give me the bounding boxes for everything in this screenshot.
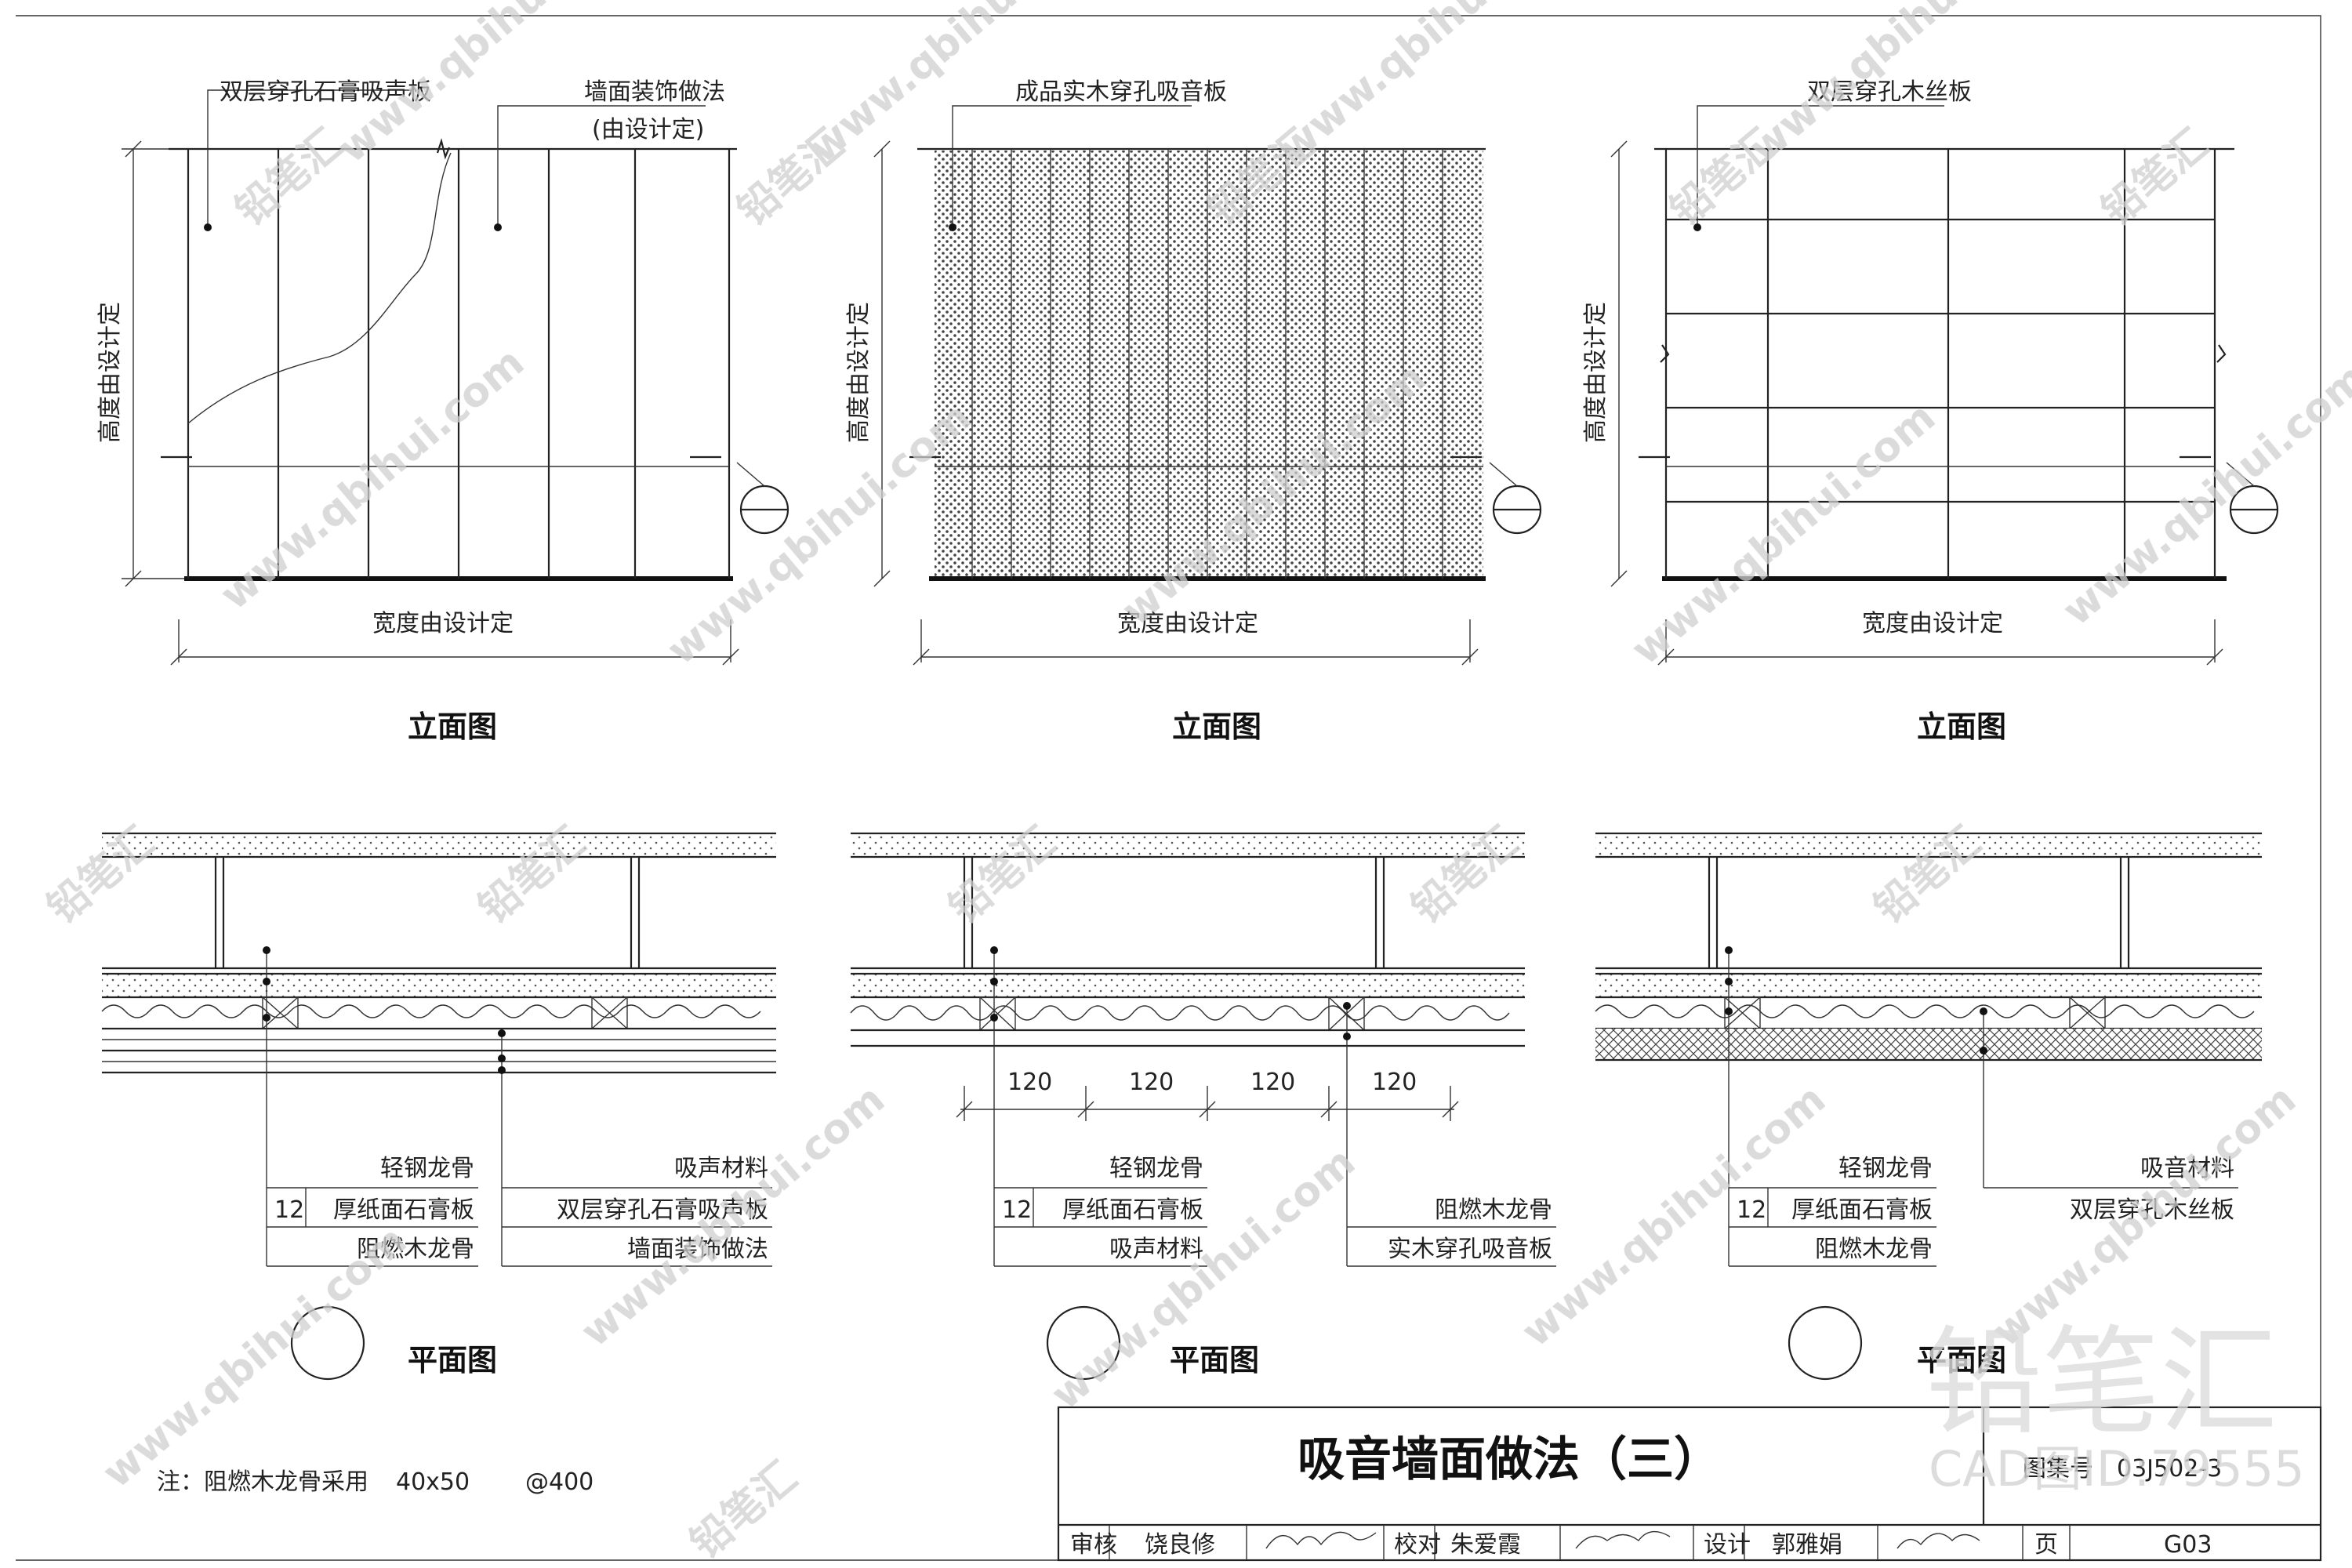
plan-left-2: 厚纸面石膏板 [1791, 1196, 1933, 1224]
plan-left-3: 吸声材料 [1109, 1236, 1203, 1263]
elev-label-2: 墙面装饰做法 [584, 78, 725, 106]
cad-id-watermark: CAD图ID:79555 [1929, 1440, 2305, 1497]
plan-left-num: 12 [1002, 1196, 1032, 1224]
note: 注：阻燃木龙骨采用 40x50 @400 [157, 1468, 593, 1496]
detail-2-plan: 120 120 120 120 12 轻钢龙骨 厚纸面石膏板 吸声材料 阻燃木龙… [850, 832, 1556, 1381]
watermark-url: www.qbihui.com [659, 394, 980, 674]
height-label: 高度由设计定 [96, 302, 124, 443]
elev-label-1: 双层穿孔石膏吸声板 [220, 78, 431, 106]
dim-3: 120 [1250, 1069, 1295, 1096]
watermark-url: www.qbihui.com [1513, 1076, 1835, 1356]
plan-right-1: 吸音材料 [2140, 1155, 2234, 1182]
watermark-brand: 铅笔汇 [682, 1454, 806, 1568]
plan-left-2: 厚纸面石膏板 [333, 1196, 474, 1224]
detail-1-plan: 12 轻钢龙骨 厚纸面石膏板 阻燃木龙骨 吸声材料 双层穿孔石膏吸声板 墙面装饰… [101, 832, 776, 1381]
plan-left-3: 阻燃木龙骨 [1815, 1236, 1933, 1263]
plan-left-num: 12 [1737, 1196, 1766, 1224]
page-label: 页 [2034, 1531, 2058, 1559]
plan-caption: 平面图 [408, 1343, 497, 1377]
atlas-number: 03J502-3 [2117, 1455, 2222, 1483]
detail-number-circle [1788, 1305, 1863, 1381]
title-block: 吸音墙面做法（三） 图集号 03J502-3 审核 饶良修 校对 朱爱霞 设计 … [1057, 1406, 2322, 1562]
plan-left-2: 厚纸面石膏板 [1062, 1196, 1203, 1224]
plan-left-3: 阻燃木龙骨 [357, 1236, 474, 1263]
elev-label-2b: (由设计定) [592, 116, 704, 143]
watermark-brand: 铅笔汇 [2093, 121, 2217, 235]
plan-left-1: 轻钢龙骨 [1838, 1155, 1933, 1182]
detail-2-elevation: 高度由设计定 宽度由设计定 成品实木穿孔吸音板 立面图 [845, 78, 1542, 744]
elevation-caption: 立面图 [1917, 710, 2006, 744]
detail-3-elevation: 高度由设计定 宽度由设计定 双层穿孔木丝板 立面图 [1582, 78, 2279, 744]
elevation-caption: 立面图 [1172, 710, 1261, 744]
dim-2: 120 [1129, 1069, 1174, 1096]
atlas-label: 图集号 [2023, 1455, 2093, 1483]
brand-watermark-text: 铅笔汇 [1925, 1315, 2278, 1451]
plan-right-3: 墙面装饰做法 [627, 1236, 768, 1263]
plan-caption: 平面图 [1917, 1343, 2006, 1377]
plan-left-1: 轻钢龙骨 [1109, 1155, 1203, 1182]
check-label: 校对 [1394, 1531, 1441, 1559]
detail-number-circle [290, 1305, 365, 1381]
watermark-url: www.qbihui.com [2054, 354, 2352, 635]
note-spacing: @400 [525, 1468, 593, 1496]
sheet-title: 吸音墙面做法（三） [1298, 1432, 1721, 1487]
plan-right-2: 实木穿孔吸音板 [1388, 1236, 1552, 1263]
review-signature [1265, 1531, 1377, 1549]
detail-1-elevation: 高度由设计定 宽度由设计定 双层穿孔石膏吸声板 墙面装饰做法 (由设计定) 立面… [96, 78, 789, 744]
review-label: 审核 [1070, 1531, 1117, 1559]
note-prefix: 注：阻燃木龙骨采用 [157, 1468, 368, 1496]
plan-right-2: 双层穿孔木丝板 [2070, 1196, 2234, 1224]
review-name: 饶良修 [1145, 1531, 1215, 1559]
check-name: 朱爱霞 [1450, 1531, 1521, 1559]
plan-left-num: 12 [274, 1196, 304, 1224]
watermark-url: www.qbihui.com [94, 1217, 416, 1497]
design-label: 设计 [1704, 1531, 1751, 1559]
watermark-url: www.qbihui.com [1270, 0, 1592, 172]
brand-watermark-large: 铅笔汇 CAD图ID:79555 [1925, 1315, 2305, 1497]
dim-1: 120 [1007, 1069, 1052, 1096]
watermark-brand: 铅笔汇 [39, 818, 163, 933]
elevation-caption: 立面图 [408, 710, 497, 744]
plan-left-1: 轻钢龙骨 [380, 1155, 474, 1182]
check-signature [1575, 1530, 1671, 1549]
height-label: 高度由设计定 [1582, 302, 1610, 443]
detail-number-circle [1046, 1305, 1121, 1381]
plan-right-1: 阻燃木龙骨 [1435, 1196, 1552, 1224]
elev-label-1: 双层穿孔木丝板 [1807, 78, 1972, 106]
height-label: 高度由设计定 [845, 302, 873, 443]
note-size: 40x50 [396, 1468, 470, 1496]
plan-right-1: 吸声材料 [674, 1155, 768, 1182]
detail-3-plan: 12 轻钢龙骨 厚纸面石膏板 阻燃木龙骨 吸音材料 双层穿孔木丝板 平面图 [1595, 832, 2262, 1381]
width-label: 宽度由设计定 [372, 610, 514, 637]
width-label: 宽度由设计定 [1117, 610, 1258, 637]
design-signature [1896, 1533, 1980, 1549]
dim-4: 120 [1372, 1069, 1417, 1096]
design-name: 郭雅娟 [1772, 1531, 1842, 1559]
plan-right-2: 双层穿孔石膏吸声板 [557, 1196, 768, 1224]
plan-caption: 平面图 [1170, 1343, 1259, 1377]
elev-label-1: 成品实木穿孔吸音板 [1015, 78, 1227, 106]
page-number: G03 [2164, 1531, 2212, 1559]
width-label: 宽度由设计定 [1862, 610, 2003, 637]
